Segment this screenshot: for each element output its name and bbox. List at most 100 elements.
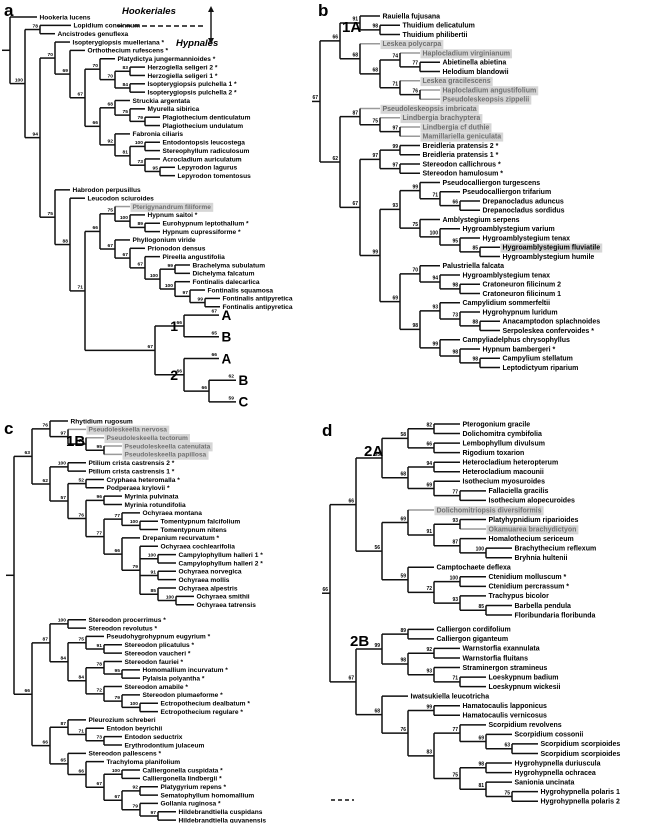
support-value: 72 xyxy=(426,586,432,592)
support-value: 94 xyxy=(33,131,39,137)
support-value: 69 xyxy=(392,295,398,301)
taxon-label: Palustriella falcata xyxy=(443,263,505,270)
taxon-label: B xyxy=(239,373,249,388)
taxon-label: Dolichomitriopsis diversiformis xyxy=(437,507,542,514)
highlight-box xyxy=(500,243,603,253)
taxon-label: Rigodium toxarion xyxy=(463,450,525,457)
taxon-label: Breidleria pratensis 1 * xyxy=(423,152,499,159)
support-value: 76 xyxy=(43,423,49,429)
taxon-label: Amblystegium serpens xyxy=(443,217,520,224)
highlight-box xyxy=(440,86,539,96)
taxon-label: Scorpidium cossonii xyxy=(515,732,584,739)
support-value: 97 xyxy=(151,810,157,816)
clade-header: 2B xyxy=(350,633,369,650)
support-value: 66 xyxy=(452,199,458,205)
taxon-label: Hypnum bambergeri * xyxy=(483,346,556,353)
taxon-label: Breidleria pratensis 2 * xyxy=(423,143,499,150)
support-value: 73 xyxy=(138,159,144,165)
support-value: 67 xyxy=(348,676,354,682)
taxon-label: Hamatocaulis lapponicus xyxy=(463,703,548,710)
taxon-label: Pseudohygrohypnum eugyrium * xyxy=(107,634,211,641)
taxon-label: Hygroamblystegium tenax xyxy=(483,235,571,242)
taxon-label: Rauiella fujusana xyxy=(383,13,441,20)
taxon-label: Calliergonella cuspidata * xyxy=(143,767,224,774)
support-value: 89 xyxy=(400,628,406,634)
taxon-label: Mamillariella geniculata xyxy=(423,134,502,141)
support-value: 87 xyxy=(43,637,49,643)
support-value: 65 xyxy=(212,330,218,336)
taxon-label: Ptilium crista castrensis 1 * xyxy=(89,468,175,475)
support-value: 100 xyxy=(58,618,66,624)
support-value: 62 xyxy=(332,156,338,162)
highlight-box xyxy=(434,506,544,516)
support-value: 77 xyxy=(452,727,458,733)
highlight-box xyxy=(420,123,492,133)
support-value: 65 xyxy=(61,758,67,764)
support-value: 66 xyxy=(177,320,183,326)
taxon-label: Lopidium concinnum xyxy=(74,23,141,30)
support-value: 79 xyxy=(133,564,139,570)
support-value: 79 xyxy=(115,695,121,701)
taxon-label: Homalothecium sericeum xyxy=(489,536,574,543)
support-value: 100 xyxy=(130,701,138,707)
support-value: 99 xyxy=(412,184,418,190)
highlight-box xyxy=(380,104,479,114)
support-value: 57 xyxy=(61,495,67,501)
support-value: 97 xyxy=(392,162,398,168)
support-value: 96 xyxy=(97,494,103,500)
taxon-label: Herzogiella seligeri 2 * xyxy=(148,64,218,71)
taxon-label: Fontinalis dalecarlica xyxy=(193,279,260,286)
support-value: 81 xyxy=(478,783,484,789)
taxon-label: Ochyraea smithii xyxy=(197,594,250,601)
support-value: 100 xyxy=(120,215,128,221)
taxon-label: Floribundaria floribunda xyxy=(515,612,596,619)
taxon-label: Acrocladium auriculatum xyxy=(163,156,242,163)
support-value: 67 xyxy=(123,252,129,258)
support-value: 71 xyxy=(79,728,85,734)
taxon-label: Cryphaea heteromalla * xyxy=(107,477,181,484)
support-value: 74 xyxy=(392,54,398,60)
taxon-label: Loeskypnum wickesii xyxy=(489,684,561,691)
highlight-box xyxy=(440,95,532,105)
taxon-label: Thuidium philibertii xyxy=(403,32,468,39)
taxon-label: Stereodon fauriei * xyxy=(125,659,184,666)
support-value: 83 xyxy=(123,65,129,71)
taxon-label: Plagiothecium denticulatum xyxy=(163,115,251,122)
support-value: 93 xyxy=(426,668,432,674)
support-value: 66 xyxy=(115,548,121,554)
taxon-label: Stereodon revolutus * xyxy=(89,625,158,632)
arrow-head-up-icon xyxy=(208,6,214,12)
taxon-label: C xyxy=(239,395,249,410)
support-value: 75 xyxy=(79,636,85,642)
support-value: 66 xyxy=(212,352,218,358)
support-value: 97 xyxy=(61,430,67,436)
support-value: 59 xyxy=(400,574,406,580)
support-value: 93 xyxy=(432,305,438,311)
taxon-label: Barbella pendula xyxy=(515,603,572,610)
support-value: 69 xyxy=(63,68,69,74)
taxon-label: Plagiothecium undulatum xyxy=(163,123,244,130)
taxon-label: Sanionia uncinata xyxy=(515,779,575,786)
taxon-label: Pseudoleskeella catenulata xyxy=(125,443,211,450)
taxon-label: Stereodon procerrimus * xyxy=(89,617,167,624)
taxon-label: Isopterygiopsis pulchella 1 * xyxy=(148,81,237,88)
support-value: 100 xyxy=(476,547,485,553)
taxon-label: Heterocladium macounii xyxy=(463,469,544,476)
support-value: 94 xyxy=(426,461,432,467)
taxon-label: Warnstorfia fluitans xyxy=(463,655,529,662)
support-value: 77 xyxy=(97,530,103,536)
taxon-label: Orthothecium rufescens * xyxy=(88,48,169,55)
support-value: 77 xyxy=(115,513,121,519)
taxon-label: Haplocladium virginianum xyxy=(423,50,511,57)
support-value: 67 xyxy=(148,344,154,350)
taxon-label: Stereodon callichrous * xyxy=(423,161,501,168)
arrow-head-down-icon xyxy=(208,38,214,44)
taxon-label: Pterogonium gracile xyxy=(463,421,531,428)
highlight-box xyxy=(380,40,444,50)
taxon-label: Isothecium myosuroides xyxy=(463,479,546,486)
highlight-box xyxy=(420,77,493,87)
support-value: 91 xyxy=(352,17,358,23)
taxon-label: Dichelyma falcatum xyxy=(193,271,255,278)
taxon-label: Stereophyllum radiculosum xyxy=(163,148,250,155)
